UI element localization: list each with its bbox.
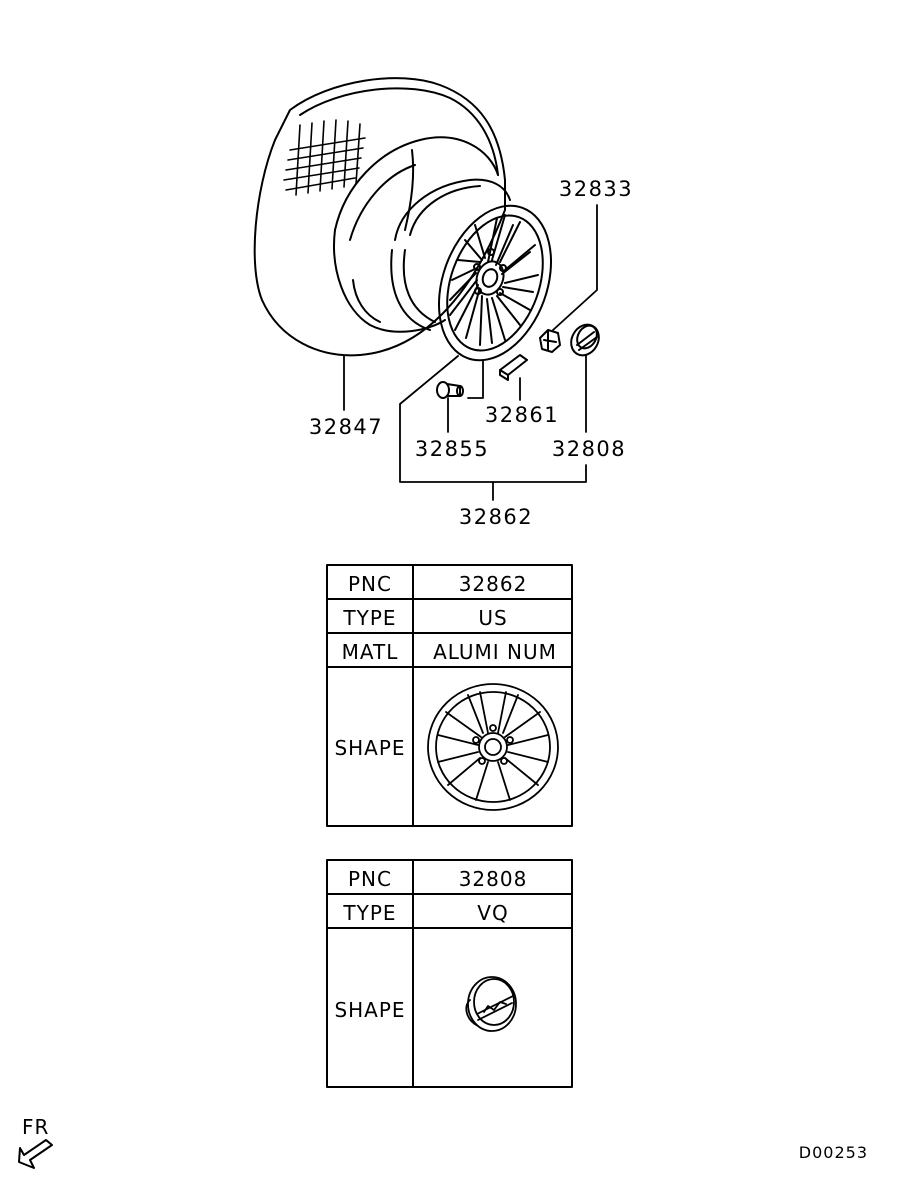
- table2-label-shape: SHAPE: [334, 998, 405, 1022]
- table-32808-grid: [326, 859, 573, 1088]
- table1-label-pnc: PNC: [348, 572, 392, 596]
- balance-weight-drawing: [499, 354, 528, 381]
- leader-lines: [343, 204, 598, 501]
- callout-32847[interactable]: 32847: [309, 415, 383, 439]
- callout-32861[interactable]: 32861: [485, 403, 559, 427]
- callout-32855[interactable]: 32855: [415, 437, 489, 461]
- table1-label-type: TYPE: [342, 606, 396, 630]
- table-32862-grid: [326, 564, 573, 827]
- table-wheel-shape-icon: [427, 683, 559, 811]
- fr-label: FR: [22, 1115, 49, 1139]
- callout-32833[interactable]: 32833: [559, 177, 633, 201]
- table2-label-pnc: PNC: [348, 867, 392, 891]
- front-direction-arrow-icon: [18, 1139, 53, 1169]
- table1-value-matl: ALUMI NUM: [433, 640, 557, 664]
- wheel-drawing: [390, 178, 553, 362]
- callout-32808[interactable]: 32808: [552, 437, 626, 461]
- table1-value-pnc[interactable]: 32862: [459, 572, 528, 596]
- center-cap-drawing: [570, 323, 600, 357]
- table2-value-pnc[interactable]: 32808: [459, 867, 528, 891]
- table1-value-type: US: [478, 606, 507, 630]
- table2-value-type: VQ: [477, 901, 508, 925]
- sidewall-lettering: [283, 119, 366, 196]
- table1-label-shape: SHAPE: [334, 736, 405, 760]
- valve-drawing: [436, 381, 464, 399]
- tire-drawing: [253, 77, 506, 357]
- callout-32862[interactable]: 32862: [459, 505, 533, 529]
- table1-label-matl: MATL: [342, 640, 399, 664]
- table2-label-type: TYPE: [342, 901, 396, 925]
- diagram-code: D00253: [799, 1143, 868, 1162]
- wheel-nut-drawing: [539, 329, 561, 353]
- table-center-cap-shape-icon: [465, 976, 517, 1032]
